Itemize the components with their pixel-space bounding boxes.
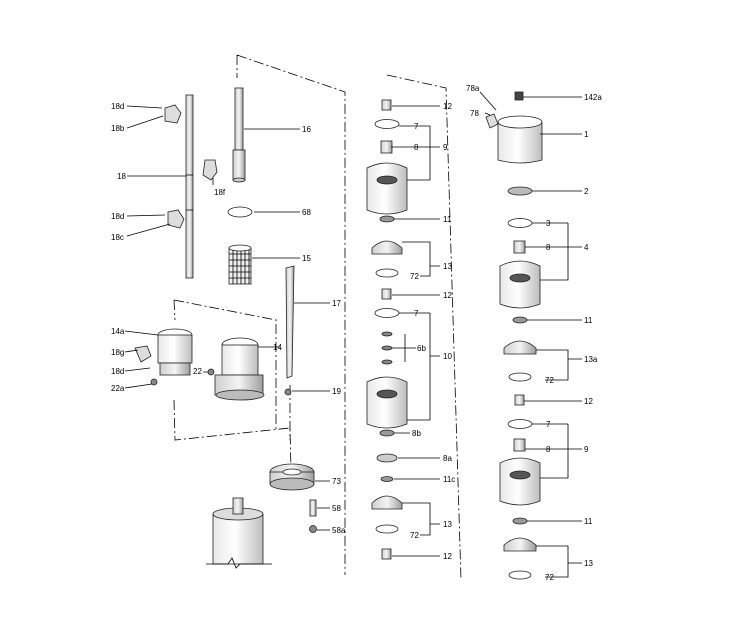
label-8a: 8a <box>443 454 452 463</box>
label-58: 58 <box>332 504 341 513</box>
label-11: 11 <box>584 316 593 325</box>
label-18f: 18f <box>214 188 226 197</box>
label-17: 17 <box>332 299 341 308</box>
label-2: 2 <box>584 187 589 196</box>
label-10: 10 <box>443 352 452 361</box>
label-8: 8 <box>414 143 419 152</box>
label-13: 13 <box>443 262 452 271</box>
label-6b: 6b <box>417 344 426 353</box>
label-68: 68 <box>302 208 311 217</box>
label-18d: 18d <box>111 102 124 111</box>
leader-lines <box>124 91 582 578</box>
label-142a: 142a <box>584 93 602 102</box>
label-58a: 58a <box>332 526 346 535</box>
label-18b: 18b <box>111 124 125 133</box>
label-15: 15 <box>302 254 311 263</box>
label-19: 19 <box>332 387 341 396</box>
suction-interconnector-alt <box>134 328 193 386</box>
label-7: 7 <box>414 122 419 131</box>
label-8: 8 <box>546 445 551 454</box>
label-12: 12 <box>443 102 452 111</box>
cable-clamp-bottom <box>167 209 185 229</box>
label-13: 13 <box>443 520 452 529</box>
cable-guard-clip <box>202 159 218 181</box>
stage-stack-middle <box>366 99 408 560</box>
motor-adapter <box>269 463 315 491</box>
label-72: 72 <box>410 272 419 281</box>
shaft-part <box>232 87 246 183</box>
label-73: 73 <box>332 477 341 486</box>
label-4: 4 <box>584 243 589 252</box>
stage-stack-right <box>485 91 543 580</box>
callout-labels: 18d 18b 18 18f 18d 18c 16 68 15 17 14 14… <box>111 84 602 582</box>
cable-guard-part <box>185 94 194 279</box>
suction-interconnector <box>214 337 265 401</box>
label-72: 72 <box>545 573 554 582</box>
label-78a: 78a <box>466 84 480 93</box>
label-12: 12 <box>443 552 452 561</box>
label-9: 9 <box>584 445 589 454</box>
label-8b: 8b <box>412 429 421 438</box>
label-11: 11 <box>443 215 452 224</box>
coupling-nut <box>309 525 317 533</box>
coupling-part <box>309 499 317 517</box>
label-16: 16 <box>302 125 311 134</box>
label-22: 22 <box>193 367 202 376</box>
label-13: 13 <box>584 559 593 568</box>
label-18: 18 <box>117 172 126 181</box>
label-18g: 18g <box>111 348 124 357</box>
label-9: 9 <box>443 143 448 152</box>
label-18d: 18d <box>111 212 124 221</box>
cable-guard-group <box>164 94 218 279</box>
label-78: 78 <box>470 109 479 118</box>
label-22a: 22a <box>111 384 125 393</box>
label-72: 72 <box>410 531 419 540</box>
label-3: 3 <box>546 219 551 228</box>
label-7: 7 <box>414 309 419 318</box>
label-12: 12 <box>443 291 452 300</box>
label-14: 14 <box>273 343 282 352</box>
strainer-part <box>228 244 252 285</box>
label-8: 8 <box>546 243 551 252</box>
bolt-22 <box>207 368 215 376</box>
ring-part <box>227 206 253 218</box>
label-13a: 13a <box>584 355 598 364</box>
assembly-frames <box>173 54 462 581</box>
cable-guard-long <box>285 265 295 379</box>
label-11c: 11c <box>443 475 455 484</box>
label-72: 72 <box>545 376 554 385</box>
label-11: 11 <box>584 517 593 526</box>
label-18d: 18d <box>111 367 124 376</box>
label-12: 12 <box>584 397 593 406</box>
label-1: 1 <box>584 130 589 139</box>
label-18c: 18c <box>111 233 124 242</box>
label-7: 7 <box>546 420 551 429</box>
label-14a: 14a <box>111 327 125 336</box>
cable-clamp-top <box>164 104 182 124</box>
nut-19 <box>284 388 292 396</box>
motor-part <box>206 497 272 569</box>
